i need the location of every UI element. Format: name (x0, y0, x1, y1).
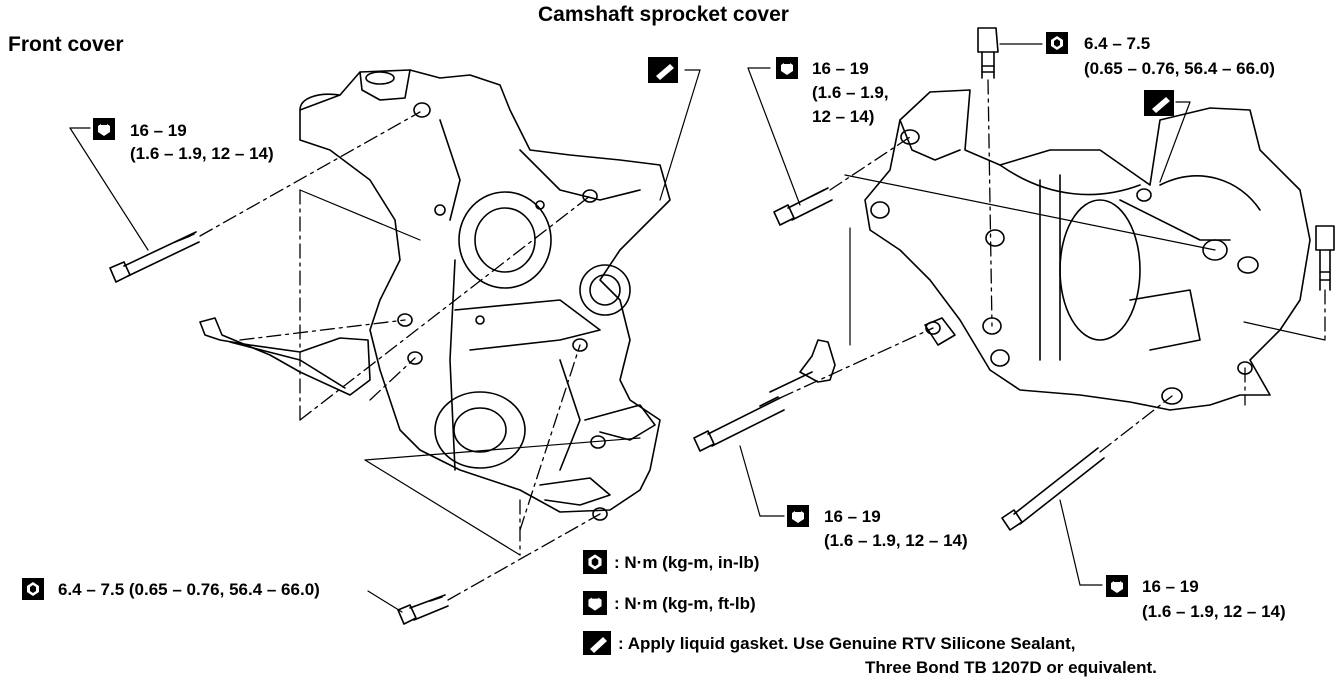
legend-gasket-text-secondary: Three Bond TB 1207D or equivalent. (865, 658, 1157, 677)
torque-value: 16 – 19 (1142, 577, 1199, 596)
torque-value: 16 – 19 (824, 507, 881, 526)
cam-bolt-lower-right (1001, 447, 1105, 531)
gasket-icon (1144, 90, 1174, 116)
cam-guide-lines (844, 174, 1326, 346)
front-cover-part (199, 69, 671, 521)
filled-bolt-icon (22, 578, 44, 600)
torque-value: 16 – 19 (812, 59, 869, 78)
torque-value: 16 – 19 (130, 121, 187, 140)
filled-bolt-icon (583, 550, 607, 574)
wrench-bolt-icon (1106, 575, 1128, 597)
torque-value-secondary: (1.6 – 1.9, 12 – 14) (824, 531, 968, 550)
wrench-bolt-icon (583, 591, 607, 615)
gasket-icon (583, 631, 611, 655)
cam-centerlines (779, 79, 1326, 453)
wrench-bolt-icon (787, 505, 809, 527)
torque-value-secondary: (1.6 – 1.9, 12 – 14) (1142, 602, 1286, 621)
torque-value-secondary: 12 – 14) (812, 107, 875, 126)
cam-bolt-upper-left (773, 187, 833, 226)
torque-value-secondary: (1.6 – 1.9, (812, 83, 889, 102)
cam-bolt-top-vertical (977, 27, 999, 79)
front-bolt-upper (109, 231, 200, 283)
filled-bolt-icon (1046, 32, 1068, 54)
camshaft-sprocket-cover-part (769, 89, 1311, 411)
torque-value: 6.4 – 7.5 (1084, 34, 1151, 53)
front-bolt-lower (397, 594, 449, 625)
legend-gasket-text: : Apply liquid gasket. Use Genuine RTV S… (618, 634, 1076, 653)
torque-value-secondary: (1.6 – 1.9, 12 – 14) (130, 144, 274, 163)
leader-lines (69, 43, 1191, 613)
torque-value: 6.4 – 7.5 (0.65 – 0.76, 56.4 – 66.0) (58, 580, 320, 599)
wrench-bolt-icon (93, 118, 115, 140)
camshaft-cover-title: Camshaft sprocket cover (538, 3, 789, 26)
legend-filled-bolt-text: : N·m (kg-m, in-lb) (614, 553, 760, 572)
torque-value-secondary: (0.65 – 0.76, 56.4 – 66.0) (1084, 59, 1275, 78)
cam-bolt-right-vertical (1315, 225, 1335, 291)
front-cover-title: Front cover (8, 33, 124, 56)
cam-bolt-lower-mid (693, 396, 785, 452)
front-guide-lines (299, 189, 641, 556)
legend-wrench-bolt-text: : N·m (kg-m, ft-lb) (614, 594, 756, 613)
gasket-icon (648, 57, 678, 83)
wrench-bolt-icon (776, 57, 798, 79)
front-centerlines (199, 111, 601, 601)
